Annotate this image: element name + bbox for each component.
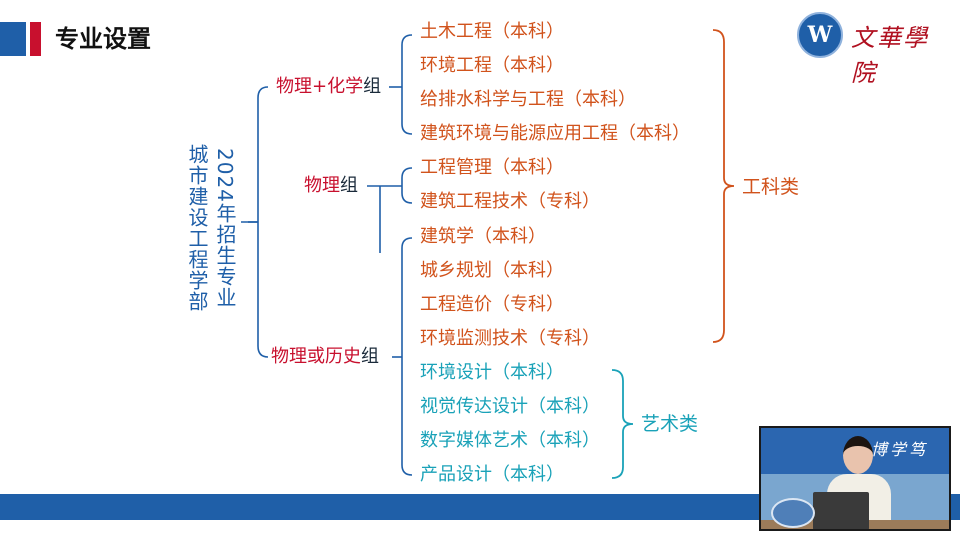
major-item: 建筑学（本科）	[420, 226, 546, 247]
laptop-icon	[813, 492, 869, 529]
group2-brace	[401, 167, 413, 204]
major-item: 环境监测技术（专科）	[420, 328, 600, 349]
category-art: 艺术类	[641, 413, 699, 435]
college-name: 文華學院	[851, 24, 929, 87]
college-emblem-icon	[771, 498, 815, 528]
root-school: 城市建设工程学部	[185, 144, 209, 312]
major-item: 数字媒体艺术（本科）	[420, 430, 600, 451]
engineering-brace	[712, 29, 735, 343]
major-item: 建筑工程技术（专科）	[420, 191, 600, 212]
group1-brace	[401, 34, 413, 135]
major-item: 工程造价（专科）	[420, 294, 564, 315]
major-item: 土木工程（本科）	[420, 21, 564, 42]
header-accent-blue	[0, 22, 26, 56]
major-item: 视觉传达设计（本科）	[420, 396, 600, 417]
presenter-head	[843, 436, 873, 474]
college-logo: W 文華學院	[797, 12, 947, 87]
group-physics-chemistry: 物理+化学组	[276, 76, 382, 97]
art-brace	[611, 369, 634, 479]
major-item: 给排水科学与工程（本科）	[420, 89, 636, 110]
college-emblem-icon: W	[797, 12, 843, 58]
major-item: 工程管理（本科）	[420, 157, 564, 178]
group3-brace	[401, 237, 413, 476]
root-subtitle: 2024年招生专业	[213, 148, 237, 308]
category-engineering: 工科类	[742, 176, 800, 198]
root-brace	[257, 86, 269, 358]
major-item: 环境工程（本科）	[420, 55, 564, 76]
major-item: 城乡规划（本科）	[420, 260, 564, 281]
presenter-video[interactable]: 博学笃	[759, 426, 951, 531]
group-physics-or-history: 物理或历史组	[271, 346, 379, 367]
page-title: 专业设置	[55, 25, 151, 53]
group-physics: 物理组	[304, 175, 358, 196]
header-accent-red	[30, 22, 41, 56]
major-item: 环境设计（本科）	[420, 362, 564, 383]
major-item: 产品设计（本科）	[420, 464, 564, 485]
major-item: 建筑环境与能源应用工程（本科）	[420, 123, 690, 144]
